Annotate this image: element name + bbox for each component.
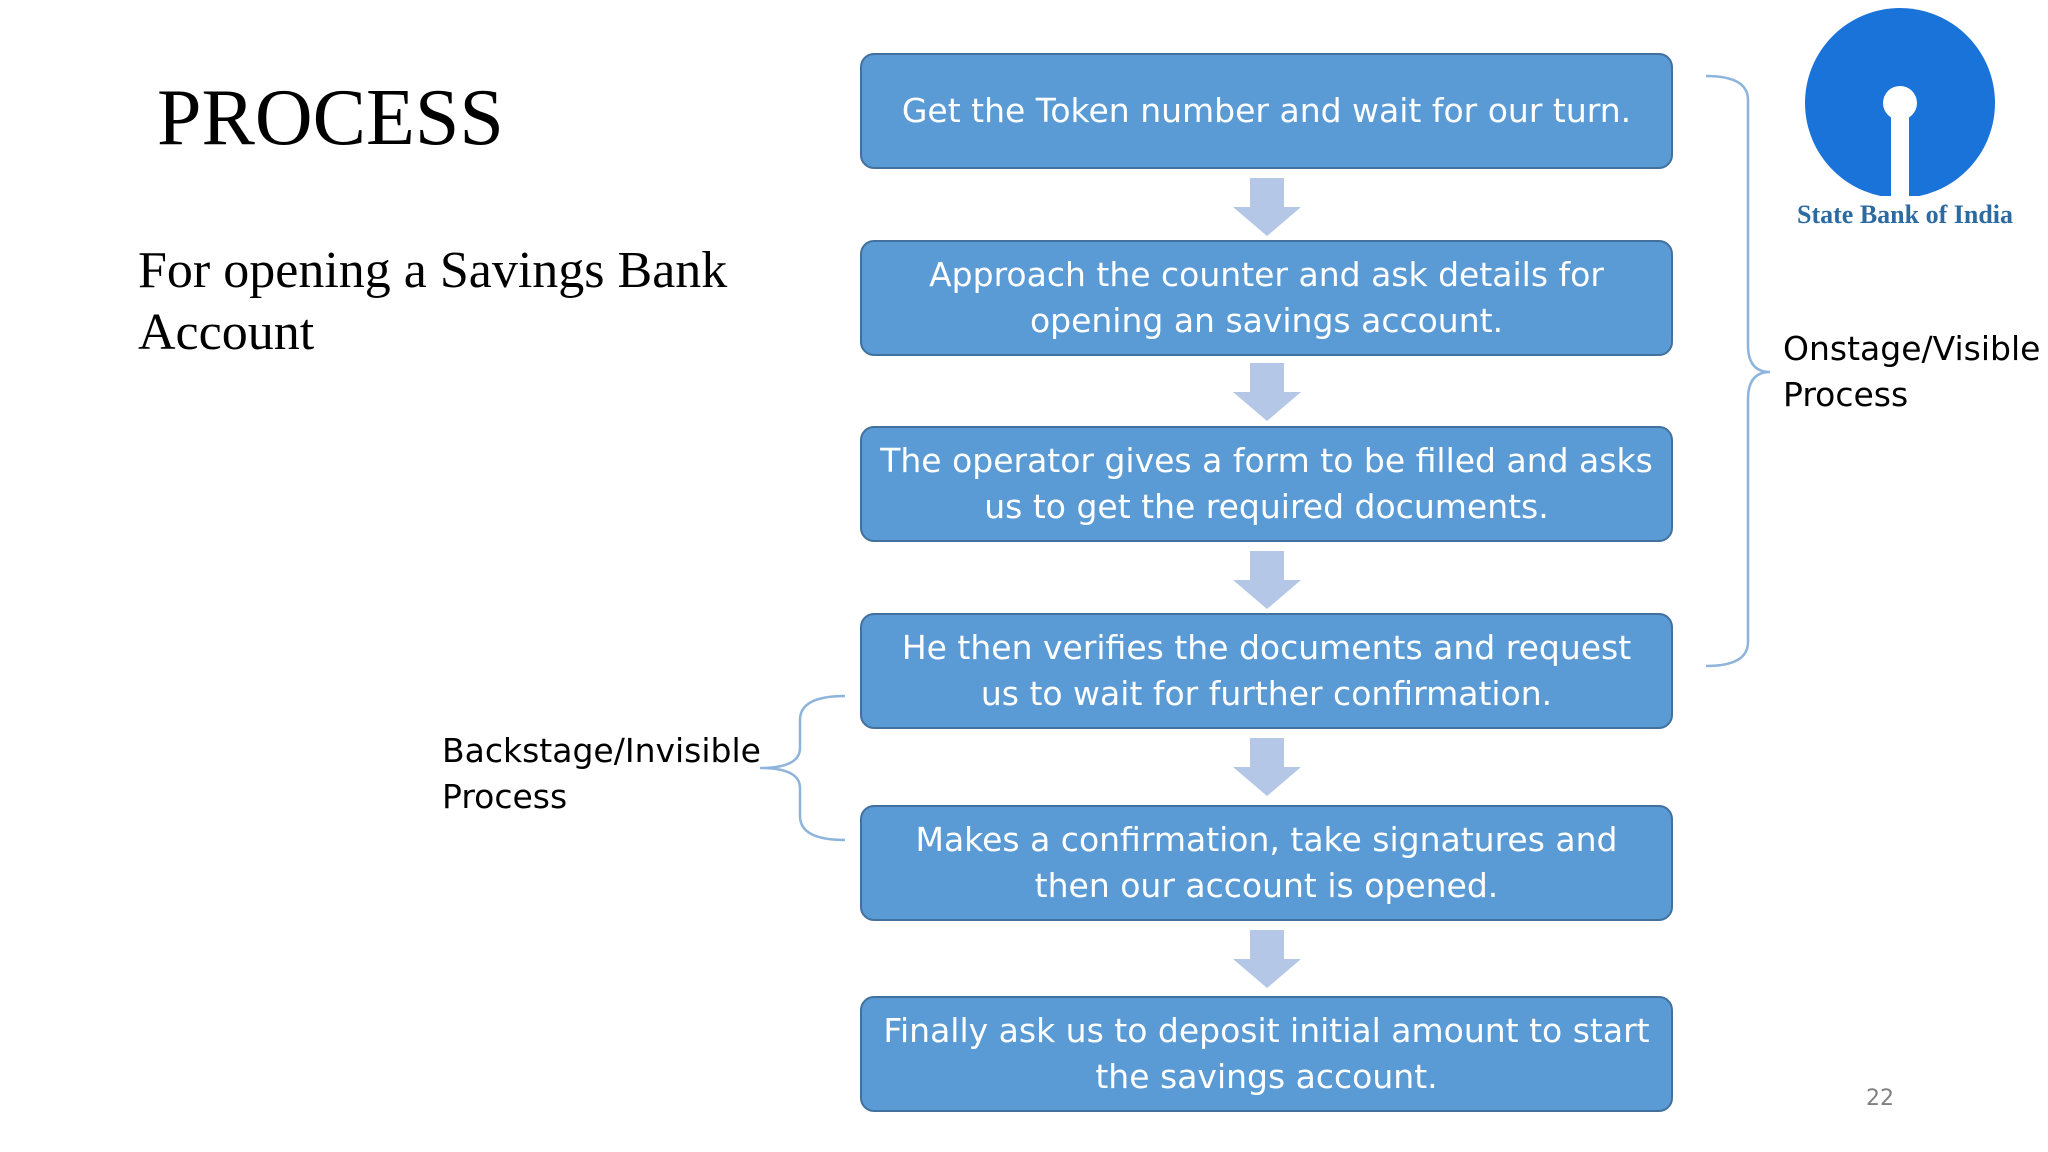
backstage-bracket xyxy=(759,694,846,842)
flow-step-5: Makes a confirmation, take signatures an… xyxy=(860,805,1673,921)
down-arrow-icon xyxy=(1233,178,1301,236)
onstage-bracket xyxy=(1705,74,1771,668)
flow-step-4: He then verifies the documents and reque… xyxy=(860,613,1673,729)
page-number: 22 xyxy=(1866,1086,1894,1111)
down-arrow-icon xyxy=(1233,551,1301,609)
flow-step-2: Approach the counter and ask details for… xyxy=(860,240,1673,356)
down-arrow-icon xyxy=(1233,738,1301,796)
backstage-label: Backstage/Invisible Process xyxy=(442,731,761,816)
logo-text: State Bank of India xyxy=(1797,200,2013,229)
slide-subtitle: For opening a Savings Bank Account xyxy=(138,242,728,361)
slide-title: PROCESS xyxy=(157,74,504,162)
flow-step-3: The operator gives a form to be filled a… xyxy=(860,426,1673,542)
down-arrow-icon xyxy=(1233,363,1301,421)
down-arrow-icon xyxy=(1233,930,1301,988)
flow-step-1: Get the Token number and wait for our tu… xyxy=(860,53,1673,169)
flow-step-6: Finally ask us to deposit initial amount… xyxy=(860,996,1673,1112)
onstage-label: Onstage/Visible Process xyxy=(1783,329,2041,414)
sbi-logo-icon xyxy=(1805,8,1995,196)
